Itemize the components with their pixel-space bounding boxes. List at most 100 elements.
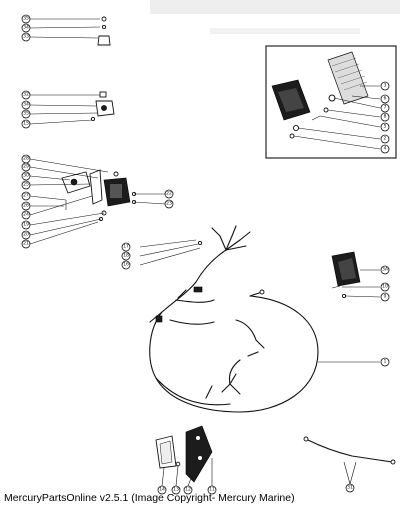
svg-text:16: 16 [123, 262, 129, 268]
callout: 2 [380, 134, 390, 144]
terminal-block-part [97, 35, 111, 46]
part-group-relay [331, 251, 381, 299]
holder-terminal-part [101, 105, 107, 111]
svg-text:32: 32 [23, 92, 29, 98]
callout: 22 [164, 189, 174, 199]
mounting-plate-part [185, 425, 213, 483]
plate-washer-part [175, 461, 181, 467]
svg-text:34: 34 [23, 102, 29, 108]
svg-text:27: 27 [23, 193, 29, 199]
callout: 27 [21, 191, 31, 201]
callout: 29 [21, 162, 31, 172]
svg-text:35: 35 [23, 16, 29, 22]
relay-face-part [338, 258, 356, 280]
callout: 28 [21, 154, 31, 164]
svg-text:23: 23 [166, 201, 172, 207]
callout: 34 [21, 23, 31, 33]
image-copyright-caption: MercuryPartsOnline v2.5.1 (Image Copyrig… [4, 492, 295, 504]
svg-text:28: 28 [23, 156, 29, 162]
inset-frame [265, 45, 397, 159]
washer-part [101, 16, 107, 22]
callout: 3 [380, 81, 390, 91]
small-nut-part [90, 116, 96, 122]
svg-text:24: 24 [23, 212, 29, 218]
bracket-hole-part [70, 178, 78, 186]
harness-terminal-part [259, 289, 265, 295]
part-group-fuse-holder [29, 91, 115, 125]
solenoid-stud-part [113, 171, 119, 177]
callout: 5 [380, 122, 390, 132]
svg-text:25: 25 [23, 182, 29, 188]
watermark-band [150, 0, 400, 34]
callout: 24 [21, 210, 31, 220]
callout: 32 [21, 90, 31, 100]
part-group-solenoid [29, 158, 166, 245]
svg-text:29: 29 [23, 164, 29, 170]
callout-labels: 35 34 33 32 34 35 15 28 29 30 25 27 26 2… [21, 14, 390, 495]
svg-text:3: 3 [384, 83, 387, 89]
callout: 9 [380, 292, 390, 302]
callout: 20 [21, 230, 31, 240]
callout: 35 [21, 109, 31, 119]
heat-sink-part [327, 51, 369, 105]
relay-washer-part [341, 293, 347, 299]
harness-connector-part [155, 315, 163, 323]
cap-part [99, 91, 107, 98]
callout: 19 [21, 220, 31, 230]
callout: 14 [157, 485, 167, 495]
wiring-harness [139, 225, 380, 413]
plate-part [89, 169, 103, 205]
svg-text:9: 9 [384, 294, 387, 300]
grommet-inset-part [292, 124, 300, 132]
callout: 30 [21, 171, 31, 181]
callout: 17 [121, 242, 131, 252]
svg-text:5: 5 [384, 124, 387, 130]
svg-text:31: 31 [347, 485, 353, 491]
svg-text:2: 2 [384, 136, 387, 142]
svg-text:30: 30 [23, 173, 29, 179]
svg-text:12: 12 [185, 487, 191, 493]
svg-text:11: 11 [209, 487, 215, 493]
svg-text:17: 17 [123, 244, 129, 250]
svg-text:21: 21 [23, 241, 29, 247]
svg-text:19: 19 [23, 222, 29, 228]
nut-part [101, 24, 107, 30]
svg-text:22: 22 [166, 191, 172, 197]
svg-text:10: 10 [382, 284, 388, 290]
callout: 6 [380, 94, 390, 104]
part-group-top-left [29, 16, 111, 46]
callout: 13 [171, 485, 181, 495]
callout: 15 [21, 119, 31, 129]
svg-text:7: 7 [384, 105, 387, 111]
callout: 1 [380, 357, 390, 367]
callout: 7 [380, 103, 390, 113]
callout: 23 [164, 199, 174, 209]
svg-text:6: 6 [384, 96, 387, 102]
svg-text:20: 20 [23, 232, 29, 238]
callout: 8 [380, 112, 390, 122]
callout: 21 [21, 239, 31, 249]
relay-screw-part [331, 285, 341, 289]
svg-text:35: 35 [23, 111, 29, 117]
callout: 11 [207, 485, 217, 495]
callout: 25 [21, 180, 31, 190]
callout: 34 [21, 100, 31, 110]
svg-text:34: 34 [23, 25, 29, 31]
svg-text:3A: 3A [382, 267, 389, 273]
screw-inset-part [311, 115, 321, 121]
svg-text:26: 26 [23, 203, 29, 209]
svg-text:33: 33 [23, 34, 29, 40]
lock-washer-part [323, 107, 329, 113]
cable-terminal-part [303, 436, 309, 442]
callout: 10 [380, 282, 390, 292]
bushing-inset-part [289, 133, 295, 139]
callout: 35 [21, 14, 31, 24]
callout: 18 [121, 251, 131, 261]
callout: 4 [380, 144, 390, 154]
solenoid-face-part [110, 184, 122, 198]
callout: 12 [183, 485, 193, 495]
callout: 26 [21, 201, 31, 211]
svg-text:15: 15 [23, 121, 29, 127]
